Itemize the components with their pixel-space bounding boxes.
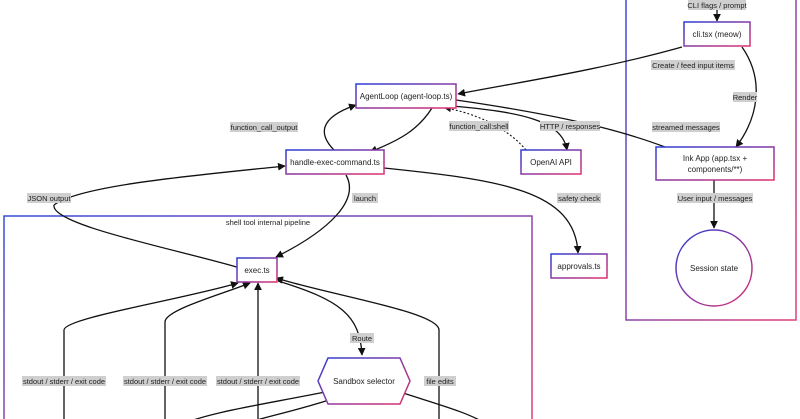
node-sandbox-selector-label: Sandbox selector bbox=[333, 377, 395, 386]
node-agent-loop: AgentLoop (agent-loop.ts) bbox=[355, 83, 457, 109]
edge-sandbox-out-1 bbox=[194, 391, 326, 419]
edge-sandbox-out-3 bbox=[399, 391, 479, 419]
edge-http bbox=[451, 105, 570, 151]
node-session-state: Session state bbox=[675, 229, 753, 307]
node-agent-loop-label: AgentLoop (agent-loop.ts) bbox=[360, 92, 453, 101]
edge-stdout-2 bbox=[164, 281, 251, 419]
cluster-pipeline: shell tool internal pipeline bbox=[3, 215, 533, 419]
label-route: Route bbox=[350, 333, 374, 343]
node-cli: cli.tsx (meow) bbox=[683, 21, 751, 47]
label-launch: launch bbox=[352, 193, 378, 203]
label-http: HTTP / responses bbox=[540, 121, 601, 131]
label-cli-flags: CLI flags / prompt bbox=[687, 0, 748, 10]
svg-text:Route: Route bbox=[352, 334, 372, 343]
label-safety-check: safety check bbox=[557, 193, 601, 203]
edge-json-output-up bbox=[53, 162, 286, 206]
node-openai-api-label: OpenAI API bbox=[530, 158, 572, 167]
label-function-call-output: function_call_output bbox=[230, 122, 298, 132]
edge-function-call-output bbox=[323, 103, 357, 153]
node-handle-exec-label: handle-exec-command.ts bbox=[290, 158, 380, 167]
edges bbox=[53, 8, 757, 419]
label-create-feed: Create / feed input items bbox=[651, 60, 735, 70]
label-render: Render bbox=[733, 92, 758, 102]
label-user-input: User input / messages bbox=[677, 193, 753, 203]
label-stdout-2: stdout / stderr / exit code bbox=[123, 376, 207, 386]
svg-text:Create / feed input items: Create / feed input items bbox=[652, 61, 734, 70]
label-function-call-shell: function_call:shell bbox=[449, 121, 509, 131]
edge-sandbox-out-2 bbox=[257, 397, 336, 419]
node-approvals: approvals.ts bbox=[550, 253, 608, 279]
svg-text:Render: Render bbox=[733, 93, 758, 102]
node-ink-app-label-1: Ink App (app.tsx + bbox=[683, 154, 748, 163]
svg-text:stdout / stderr / exit code: stdout / stderr / exit code bbox=[23, 377, 105, 386]
edge-route bbox=[277, 280, 366, 356]
cluster-pipeline-label: shell tool internal pipeline bbox=[226, 218, 310, 227]
edge-stdout-1 bbox=[63, 281, 239, 419]
svg-text:file edits: file edits bbox=[426, 377, 454, 386]
label-json-output: JSON output bbox=[27, 193, 71, 203]
svg-text:User input / messages: User input / messages bbox=[678, 194, 753, 203]
node-exec: exec.ts bbox=[236, 257, 278, 283]
node-ink-app: Ink App (app.tsx + components/**) bbox=[655, 146, 775, 181]
node-exec-label: exec.ts bbox=[244, 266, 269, 275]
svg-text:function_call:shell: function_call:shell bbox=[449, 122, 509, 131]
svg-text:streamed messages: streamed messages bbox=[652, 123, 720, 132]
node-approvals-label: approvals.ts bbox=[557, 262, 600, 271]
label-stdout-3: stdout / stderr / exit code bbox=[216, 376, 300, 386]
svg-text:HTTP / responses: HTTP / responses bbox=[540, 122, 601, 131]
svg-text:JSON output: JSON output bbox=[28, 194, 72, 203]
label-streamed: streamed messages bbox=[652, 122, 720, 132]
edge-launch bbox=[275, 174, 351, 258]
edge-file-edits bbox=[275, 276, 440, 419]
svg-text:stdout / stderr / exit code: stdout / stderr / exit code bbox=[217, 377, 299, 386]
svg-text:function_call_output: function_call_output bbox=[231, 123, 299, 132]
edge-function-call-shell bbox=[369, 107, 433, 154]
node-session-state-label: Session state bbox=[690, 264, 739, 273]
node-sandbox-selector: Sandbox selector bbox=[317, 357, 411, 405]
node-openai-api: OpenAI API bbox=[520, 149, 582, 175]
edge-safety-check bbox=[383, 167, 582, 254]
edge-labels: CLI flags / prompt Create / feed input i… bbox=[22, 0, 758, 386]
label-stdout-1: stdout / stderr / exit code bbox=[22, 376, 106, 386]
cluster-ui bbox=[625, 0, 797, 321]
svg-text:launch: launch bbox=[354, 194, 376, 203]
edge-json-output bbox=[53, 204, 241, 269]
label-file-edits: file edits bbox=[424, 376, 456, 386]
edge-create-feed bbox=[457, 46, 683, 97]
node-cli-label: cli.tsx (meow) bbox=[693, 30, 742, 39]
node-handle-exec: handle-exec-command.ts bbox=[285, 149, 385, 175]
svg-text:CLI flags / prompt: CLI flags / prompt bbox=[687, 1, 747, 10]
svg-text:stdout / stderr / exit code: stdout / stderr / exit code bbox=[124, 377, 206, 386]
svg-text:safety check: safety check bbox=[558, 194, 600, 203]
node-ink-app-label-2: components/**) bbox=[688, 165, 743, 174]
